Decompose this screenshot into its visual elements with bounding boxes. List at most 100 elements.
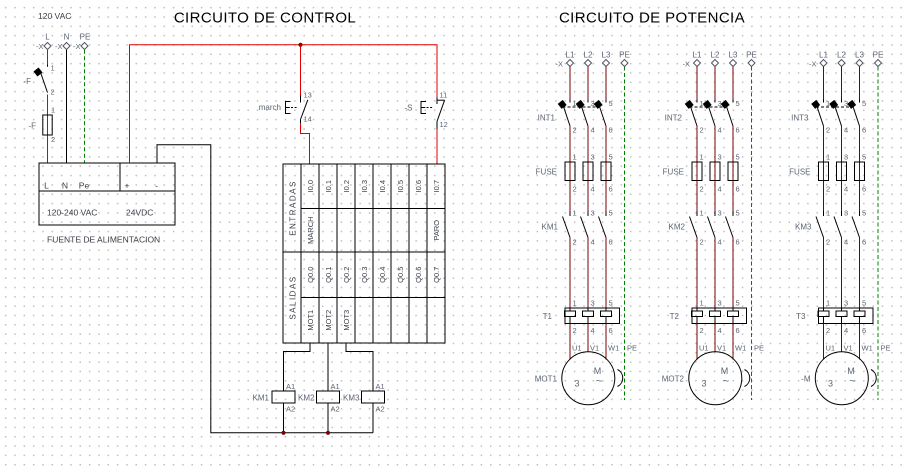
heater-element-icon <box>600 310 612 317</box>
pin-label: 3 <box>591 153 595 162</box>
stop-button[interactable]: -S 11 12 <box>405 91 448 165</box>
psu-pin-minus: - <box>155 181 158 191</box>
plc-input-addr: I0.3 <box>360 180 369 193</box>
pin-label: 2 <box>700 326 704 335</box>
pin-label: 5 <box>609 99 613 108</box>
contactor-coil-km3[interactable]: A1 A2 KM3 <box>343 343 385 433</box>
fuse-icon <box>836 161 847 181</box>
wire-segment <box>833 103 842 127</box>
pin-label: 6 <box>736 126 740 135</box>
wire-segment <box>707 216 716 238</box>
power-title[interactable]: CIRCUITO DE POTENCIA <box>559 10 745 27</box>
control-title[interactable]: CIRCUITO DE CONTROL <box>174 10 356 27</box>
pin-label: 2 <box>573 238 577 247</box>
pin-label: 2 <box>826 185 830 194</box>
pin-label: A1 <box>331 382 340 391</box>
pin-label: 2 <box>51 88 55 97</box>
phase-label: PE <box>619 51 630 60</box>
terminal-icon <box>62 41 71 51</box>
plc-input-addr: I0.0 <box>306 180 315 193</box>
pin-label: A1 <box>286 382 295 391</box>
pin-label: 1 <box>826 209 830 218</box>
pin-label: 3 <box>718 153 722 162</box>
pin-label: 4 <box>844 126 848 135</box>
plus-bus-wire <box>129 44 438 163</box>
terminal-tag: -X <box>683 60 691 69</box>
wire-segment <box>300 99 309 120</box>
switch-handle-icon <box>702 99 712 109</box>
motor-pin-label: PE <box>881 344 891 353</box>
disconnect-switch[interactable]: -F 1 2 <box>23 64 55 164</box>
wire-segment <box>283 343 311 391</box>
feed-pin-l: L <box>45 33 50 42</box>
pin-label: 5 <box>736 153 740 162</box>
power-supply-unit[interactable]: L N Pe + - 120-240 VAC 24VDC FUENTE DE A… <box>38 162 176 245</box>
ac-feed[interactable]: 120 VAC L N PE -X -X -X <box>36 11 90 163</box>
motor-phase-count: 3 <box>828 379 833 389</box>
coil-label: KM2 <box>298 394 315 403</box>
switch-handle-icon <box>557 99 567 109</box>
fuse-icon <box>600 161 612 181</box>
pin-label: 4 <box>844 185 848 194</box>
pin-label: 2 <box>573 185 577 194</box>
contactor-coil-km2[interactable]: A1 A2 KM2 <box>298 343 340 433</box>
plc-io-table[interactable]: ENTRADASSALIDASI0.0MARCHQ0.0MOT1I0.1Q0.1… <box>282 163 446 344</box>
motor-phase-count: 3 <box>574 379 579 389</box>
pin-label: 1 <box>573 99 577 108</box>
motor-pin-label: U1 <box>572 344 582 353</box>
terminal-icon <box>565 58 575 68</box>
plc-outputs-header: SALIDAS <box>289 275 298 319</box>
switch-handle-icon <box>811 99 821 109</box>
plc-input-addr: I0.1 <box>324 180 333 193</box>
heater-element-icon <box>817 310 830 317</box>
fuse-icon <box>564 161 576 181</box>
contactor-coil-km1[interactable]: A1 A2 KM1 <box>253 343 311 433</box>
wire-segment <box>689 103 698 127</box>
control-circuit: CIRCUITO DE CONTROL 120 VAC L N PE -X -X… <box>23 10 448 435</box>
pin-label: 1 <box>51 64 55 73</box>
fuse-icon <box>854 161 865 181</box>
psu-pin-l: L <box>44 181 49 191</box>
motor-ac-wave: ~ <box>723 376 729 388</box>
start-button[interactable]: march 13 14 <box>259 91 312 165</box>
pin-label: 1 <box>700 299 704 308</box>
pin-label: 3 <box>591 209 595 218</box>
terminal-icon <box>837 58 846 68</box>
phase-label: L1 <box>566 51 575 60</box>
wire-segment <box>725 216 734 238</box>
terminal-icon <box>855 58 864 68</box>
minus-bus-wire <box>156 144 373 434</box>
pin-label: 6 <box>736 238 740 247</box>
motor-letter: M <box>721 366 729 376</box>
pushbutton-actuator-icon <box>420 101 426 114</box>
plc-inputs-header: ENTRADAS <box>289 180 298 236</box>
control-fuse[interactable]: -F 1 2 <box>28 106 55 145</box>
pin-label: 2 <box>826 326 830 335</box>
motor-pin-label: W1 <box>735 344 746 353</box>
wire-segment <box>815 216 824 238</box>
motor-pin-label: PE <box>627 344 637 353</box>
breaker-label: INT2 <box>665 114 683 123</box>
wire-segment <box>833 216 842 238</box>
motor-pin-label: W1 <box>862 344 873 353</box>
